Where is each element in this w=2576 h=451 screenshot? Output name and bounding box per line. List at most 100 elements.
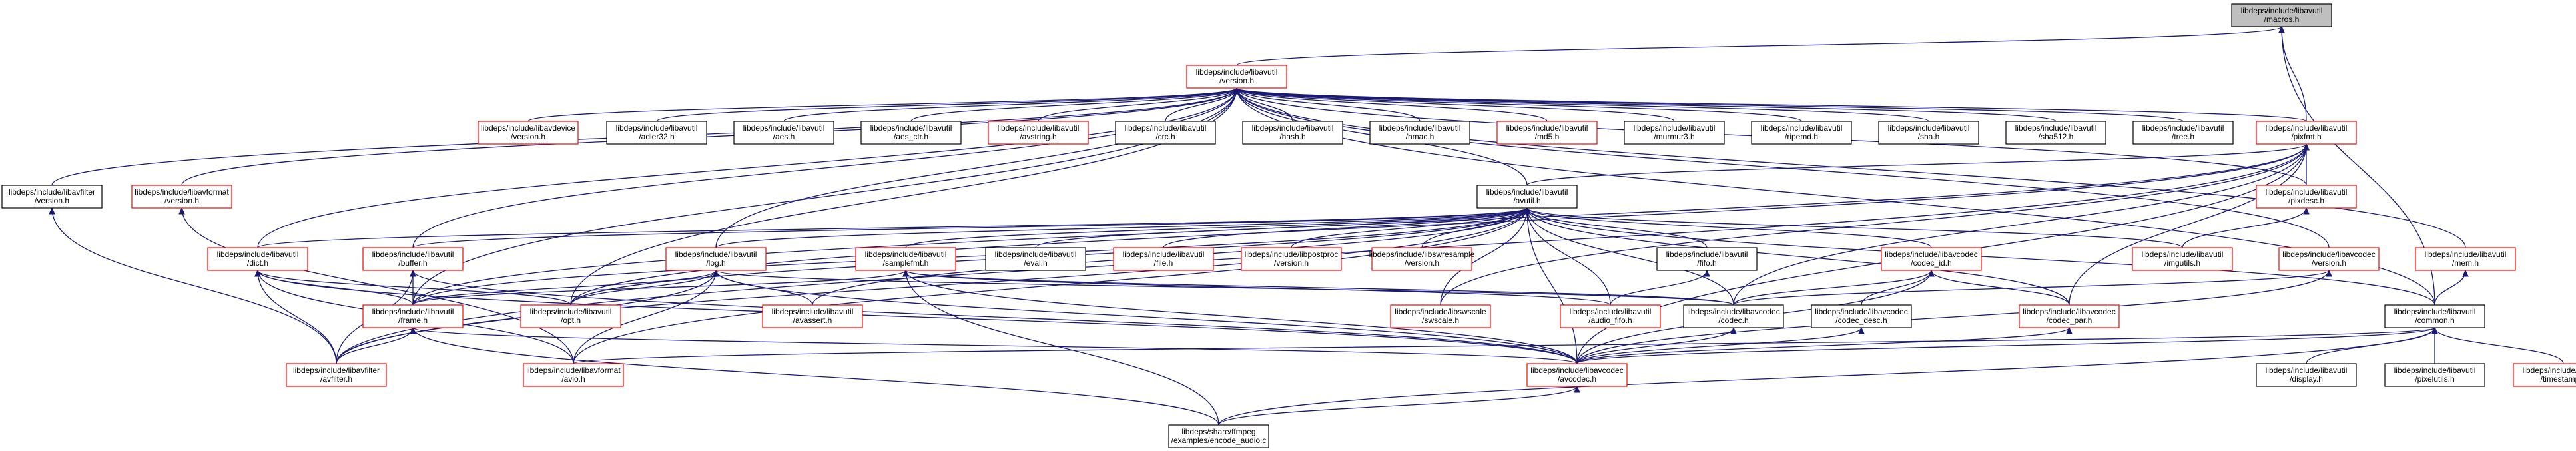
node-fifo[interactable]: libdeps/include/libavutil/fifo.h (1656, 247, 1758, 271)
node-opt[interactable]: libdeps/include/libavutil/opt.h (520, 304, 621, 328)
node-label: libdeps/include/libavutil (1506, 123, 1588, 133)
node-pixdesc[interactable]: libdeps/include/libavutil/pixdesc.h (2256, 185, 2357, 209)
node-label: /file.h (1154, 258, 1173, 268)
node-swscale[interactable]: libdeps/include/libswscale/swscale.h (1390, 304, 1491, 328)
node-hash[interactable]: libdeps/include/libavutil/hash.h (1242, 121, 1343, 145)
dependency-edges (49, 25, 2564, 426)
edge-buffer-includes-version (412, 87, 1237, 248)
node-label: /codec.h (1718, 316, 1748, 325)
edge-codec-includes-avcodec_ver (1733, 270, 2330, 306)
node-label: /imgutils.h (2164, 258, 2200, 268)
node-codec_id[interactable]: libdeps/include/libavcodec/codec_id.h (1881, 247, 1982, 271)
node-frame[interactable]: libdeps/include/libavutil/frame.h (362, 304, 464, 328)
node-box (2415, 247, 2516, 271)
node-file[interactable]: libdeps/include/libavutil/file.h (1113, 247, 1214, 271)
node-avfilter_ver[interactable]: libdeps/include/libavfilter/version.h (1, 185, 103, 209)
edge-log-includes-avutil (715, 207, 1528, 248)
edge-postproc_ver-includes-avutil (1291, 207, 1528, 248)
node-md5[interactable]: libdeps/include/libavutil/md5.h (1496, 121, 1598, 145)
node-postproc_ver[interactable]: libdeps/include/libpostproc/version.h (1241, 247, 1342, 271)
node-box (2513, 363, 2576, 387)
node-label: libdeps/include/libavutil (2266, 187, 2348, 197)
node-mem[interactable]: libdeps/include/libavutil/mem.h (2415, 247, 2516, 271)
node-pixelutils[interactable]: libdeps/include/libavutil/pixelutils.h (2384, 363, 2485, 387)
node-sha[interactable]: libdeps/include/libavutil/sha.h (1878, 121, 1979, 145)
node-samplefmt[interactable]: libdeps/include/libavutil/samplefmt.h (855, 247, 956, 271)
node-aes[interactable]: libdeps/include/libavutil/aes.h (733, 121, 834, 145)
node-tree[interactable]: libdeps/include/libavutil/tree.h (2132, 121, 2234, 145)
node-version[interactable]: libdeps/include/libavutil/version.h (1186, 65, 1287, 89)
edge-frame-includes-log (412, 270, 717, 306)
node-eval[interactable]: libdeps/include/libavutil/eval.h (985, 247, 1086, 271)
node-hmac[interactable]: libdeps/include/libavutil/hmac.h (1369, 121, 1470, 145)
node-common[interactable]: libdeps/include/libavutil/common.h (2384, 304, 2485, 328)
node-avfilter[interactable]: libdeps/include/libavfilter/avfilter.h (286, 363, 387, 387)
node-codec_par[interactable]: libdeps/include/libavcodec/codec_par.h (2019, 304, 2120, 328)
node-box (1560, 304, 1661, 328)
node-label: /audio_fifo.h (1588, 316, 1632, 325)
node-box (362, 304, 464, 328)
node-swresample_ver[interactable]: libdeps/include/libswresample/version.h (1369, 247, 1475, 271)
edge-arrowhead (2431, 326, 2438, 334)
node-buffer[interactable]: libdeps/include/libavutil/buffer.h (362, 247, 464, 271)
node-label: libdeps/include/libavutil (1196, 67, 1278, 77)
edge-avcodec-includes-dict (257, 270, 1578, 364)
node-macros[interactable]: libdeps/include/libavutil/macros.h (2231, 3, 2332, 27)
node-codec[interactable]: libdeps/include/libavcodec/codec.h (1683, 304, 1784, 328)
edge-arrowhead (2462, 269, 2469, 277)
node-label: libdeps/include/libavdevice (481, 123, 575, 133)
node-label: /display.h (2290, 374, 2323, 384)
file-nodes: libdeps/include/libavutil/macros.h libdep… (1, 3, 2576, 448)
node-pixfmt[interactable]: libdeps/include/libavutil/pixfmt.h (2256, 121, 2357, 145)
node-display[interactable]: libdeps/include/libavutil/display.h (2256, 363, 2357, 387)
node-adler32[interactable]: libdeps/include/libavutil/adler32.h (606, 121, 707, 145)
node-box (520, 304, 621, 328)
edge-arrowhead (713, 269, 719, 277)
node-encode_audio[interactable]: libdeps/share/ffmpeg/examples/encode_aud… (1168, 424, 1269, 448)
edge-avcodec-includes-codec (1576, 327, 1734, 364)
node-aes_ctr[interactable]: libdeps/include/libavutil/aes_ctr.h (860, 121, 962, 145)
edge-codec_par-includes-codec_id (1931, 270, 2070, 306)
edge-crc-includes-version (1165, 87, 1237, 122)
node-label: libdeps/include/libavutil (1888, 123, 1970, 133)
node-dict[interactable]: libdeps/include/libavutil/dict.h (207, 247, 308, 271)
node-label: libdeps/include/libavutil (530, 307, 612, 316)
node-label: /timestamp.h (2541, 374, 2576, 384)
edge-version-includes-macros (1236, 26, 2282, 66)
node-ripemd[interactable]: libdeps/include/libavutil/ripemd.h (1751, 121, 1852, 145)
edge-avfilter-includes-frame (336, 327, 414, 364)
node-label: /pixelutils.h (2415, 374, 2454, 384)
node-label: libdeps/include/libavutil (675, 250, 757, 259)
node-timestamp[interactable]: libdeps/include/libavutil/timestamp.h (2513, 363, 2576, 387)
node-label: libdeps/include/libavutil (1123, 250, 1205, 259)
node-avformat_ver[interactable]: libdeps/include/libavformat/version.h (131, 185, 232, 209)
node-avcodec_ver[interactable]: libdeps/include/libavcodec/version.h (2278, 247, 2380, 271)
node-avstring[interactable]: libdeps/include/libavutil/avstring.h (988, 121, 1089, 145)
edge-avio-includes-log (573, 270, 717, 364)
node-crc[interactable]: libdeps/include/libavutil/crc.h (1115, 121, 1216, 145)
node-avdevice_ver[interactable]: libdeps/include/libavdevice/version.h (478, 121, 579, 145)
node-log[interactable]: libdeps/include/libavutil/log.h (665, 247, 767, 271)
node-murmur3[interactable]: libdeps/include/libavutil/murmur3.h (1624, 121, 1725, 145)
node-box (2019, 304, 2120, 328)
node-avassert[interactable]: libdeps/include/libavutil/avassert.h (762, 304, 863, 328)
edge-avio-includes-common (573, 327, 2435, 364)
node-imgutils[interactable]: libdeps/include/libavutil/imgutils.h (2132, 247, 2233, 271)
node-audio_fifo[interactable]: libdeps/include/libavutil/audio_fifo.h (1560, 304, 1661, 328)
node-label: libdeps/include/libavutil (995, 250, 1077, 259)
node-avcodec[interactable]: libdeps/include/libavcodec/avcodec.h (1526, 363, 1628, 387)
node-avutil[interactable]: libdeps/include/libavutil/avutil.h (1476, 185, 1578, 209)
node-label: libdeps/include/libavutil (2266, 123, 2348, 133)
node-sha512[interactable]: libdeps/include/libavutil/sha512.h (2005, 121, 2106, 145)
node-box (2231, 3, 2332, 27)
node-label: /md5.h (1535, 132, 1560, 141)
node-label: /codec_par.h (2047, 316, 2093, 325)
node-label: libdeps/include/libswresample (1369, 250, 1475, 259)
node-label: libdeps/include/libavfilter (9, 187, 95, 197)
node-avio[interactable]: libdeps/include/libavformat/avio.h (523, 363, 624, 387)
node-box (1683, 304, 1784, 328)
node-codec_desc[interactable]: libdeps/include/libavcodec/codec_desc.h (1811, 304, 1912, 328)
edge-adler32-includes-version (656, 87, 1237, 122)
node-box (1371, 247, 1472, 271)
node-label: /opt.h (561, 316, 581, 325)
